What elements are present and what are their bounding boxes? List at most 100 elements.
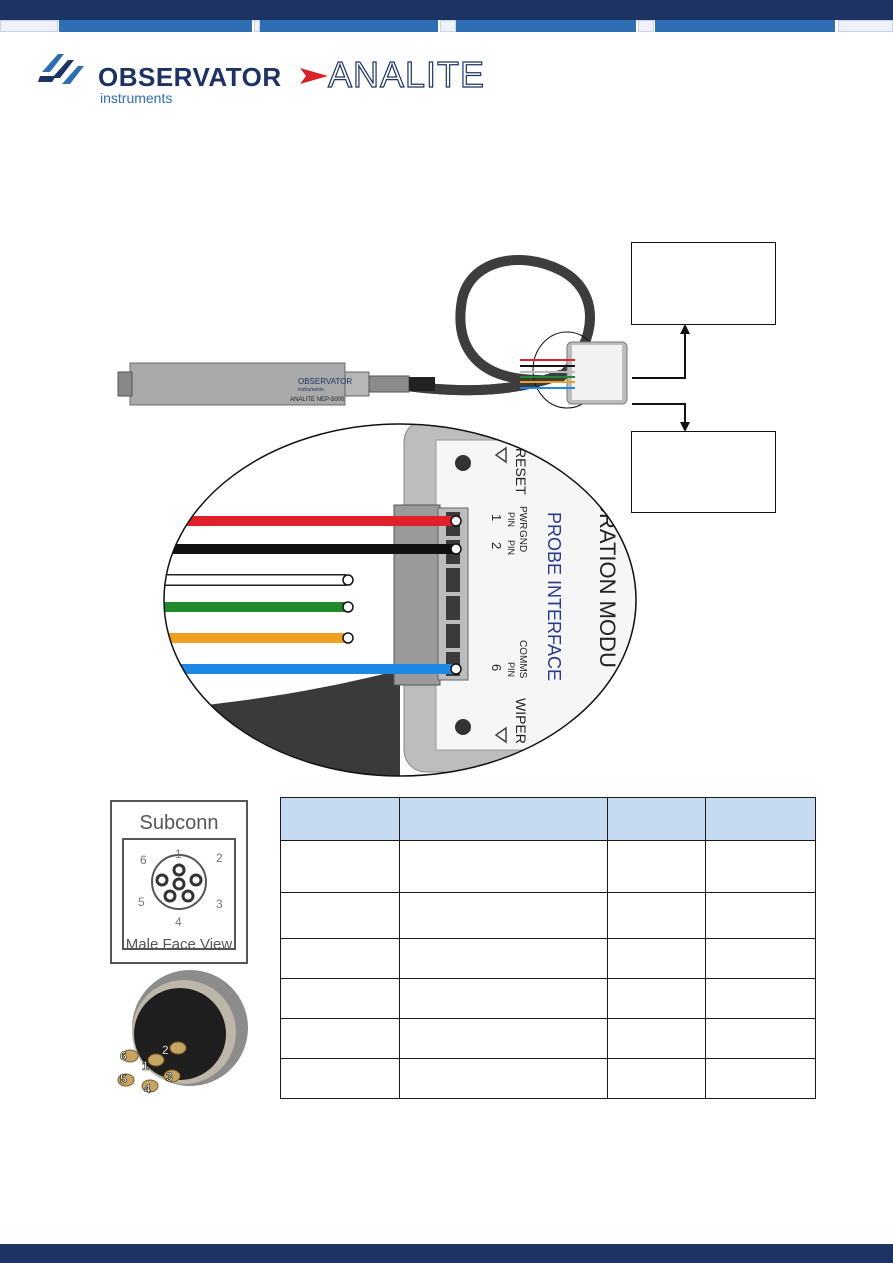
table-cell [399,892,608,939]
header-cell [607,797,706,841]
brand-subtitle: instruments [100,90,173,106]
table-cell [705,1018,816,1059]
wire-white [164,574,354,586]
table-cell [705,840,816,893]
photo-pin-1: 1 [142,1059,149,1073]
table-row [280,840,816,893]
pin-2-number: 2 [489,542,504,549]
wire-black [164,543,462,555]
company-logo: OBSERVATOR instruments ANALITE [38,46,488,110]
face-pin-5: 5 [138,895,145,909]
pin-1-word: PIN [506,512,516,527]
probe-body: OBSERVATOR instruments ANALITE NEP-5000 [117,362,435,406]
bottom-banner [0,1244,893,1263]
table-cell [607,1018,706,1059]
face-pin-6: 6 [140,853,147,867]
calibration-module-mini [520,331,628,409]
subconn-title: Subconn [139,812,219,834]
header-tab-9 [838,20,893,32]
terminal-block [437,507,469,681]
table-cell [399,840,608,893]
red-arrow-icon [300,68,328,84]
brand-name: OBSERVATOR [98,62,282,92]
table-cell [705,938,816,979]
face-pin-1: 1 [175,847,182,861]
pwr-label: PWR [517,506,528,529]
probe-cable-loop [395,255,595,396]
reset-label: RESET [513,448,529,495]
observator-logo-icon [38,54,84,84]
table-cell [280,1058,400,1099]
table-row [280,1018,816,1059]
table-cell [280,1018,400,1059]
table-cell [607,938,706,979]
header-cell [399,797,608,841]
table-cell [399,1018,608,1059]
table-cell [280,978,400,1019]
photo-pin-4: 4 [144,1082,151,1096]
wiper-label: WIPER [513,698,529,744]
connector-photo: 6 1 2 4 5 3 [117,970,248,1096]
header-tab-2 [59,20,252,32]
probe-model-label: ANALITE NEP-5000 [290,397,345,403]
table-header-row [280,797,816,841]
table-cell [705,892,816,939]
top-banner [0,0,893,20]
photo-pin-2: 2 [162,1043,169,1057]
module-title: LIBRATION MODU [595,480,620,668]
header-tab-strip [0,20,893,34]
photo-pin-3: 3 [166,1070,173,1084]
wire-red [164,515,462,527]
pin-1-number: 1 [489,514,504,521]
table-row [280,892,816,939]
header-cell [280,797,400,841]
output-arrows [632,324,690,432]
comms-label: COMMS [517,640,528,679]
connector-illustration: Subconn 1 2 3 4 5 6 Male Face View [110,800,250,1105]
table-cell [399,938,608,979]
header-tab-4 [260,20,438,32]
output-box-top [631,242,776,325]
header-cell [705,797,816,841]
table-cell [607,1058,706,1099]
interface-title: PROBE INTERFACE [544,512,564,681]
table-cell [607,840,706,893]
pin-6-word: PIN [506,662,516,677]
face-pin-4: 4 [175,915,182,929]
table-cell [399,978,608,1019]
gnd-label: GND [517,530,528,552]
table-row [280,1058,816,1099]
header-tab-6 [456,20,636,32]
subconn-face: 1 2 3 4 5 6 Male Face View [122,838,236,953]
zoom-view: LIBRATION MODU PROBE INTERFACE RESET WIP… [163,423,637,777]
header-tab-5 [440,20,456,32]
wire-green [164,601,354,613]
probe-brand-sub: instruments [298,387,324,393]
table-cell [280,840,400,893]
subconn-card: Subconn 1 2 3 4 5 6 Male Face View [110,800,248,964]
face-pin-3: 3 [216,897,223,911]
probe-brand-label: OBSERVATOR [298,377,352,386]
wire-orange [164,632,354,644]
pinout-table [280,797,816,1099]
header-tab-1 [0,20,58,32]
table-cell [607,978,706,1019]
table-cell [705,1058,816,1099]
table-cell [705,978,816,1019]
connector-face-icon: 1 2 3 4 5 6 [138,847,223,929]
table-cell [607,892,706,939]
pin-6-number: 6 [489,664,504,671]
header-tab-7 [638,20,654,32]
wire-blue [164,663,462,675]
header-tab-3 [254,20,260,32]
wiring-diagram: OBSERVATOR instruments ANALITE NEP-5000 [117,255,690,777]
face-view-label: Male Face View [125,936,233,953]
header-tab-8 [655,20,835,32]
pin-2-word: PIN [506,540,516,555]
output-box-bottom [631,431,776,513]
table-cell [399,1058,608,1099]
wiper-triangle-icon [494,726,507,744]
reset-triangle-icon [494,446,507,464]
table-row [280,978,816,1019]
photo-pin-6: 6 [120,1049,127,1063]
